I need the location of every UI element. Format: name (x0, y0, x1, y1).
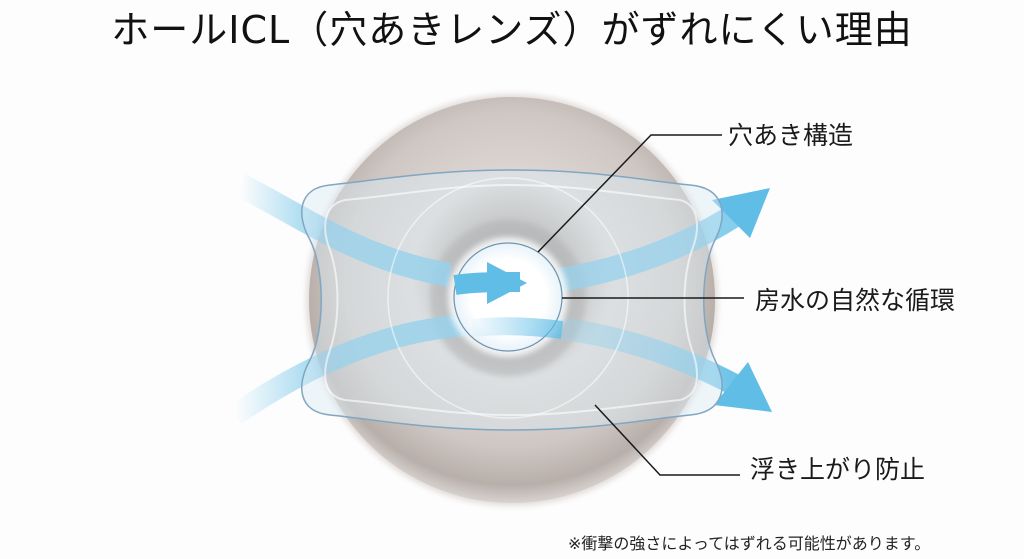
leader-lines (537, 134, 744, 476)
aqueous-flow-arrows (228, 174, 772, 425)
center-hole (448, 237, 568, 357)
page-title: ホールICL（穴あきレンズ）がずれにくい理由 (111, 8, 913, 52)
leader-line-lift (594, 404, 740, 476)
arrow-head-upper-right-icon (712, 188, 770, 238)
footnote: ※衝撃の強さによってはずれる可能性があります。 (568, 534, 931, 553)
label-hole-structure: 穴あき構造 (728, 121, 854, 150)
leader-line-hole (537, 134, 722, 253)
arrow-head-lower-right-icon (714, 362, 772, 412)
label-aqueous-circulation: 房水の自然な循環 (755, 286, 956, 315)
arrow-head-center-icon (487, 262, 527, 304)
label-lift-prevention: 浮き上がり防止 (750, 455, 926, 484)
